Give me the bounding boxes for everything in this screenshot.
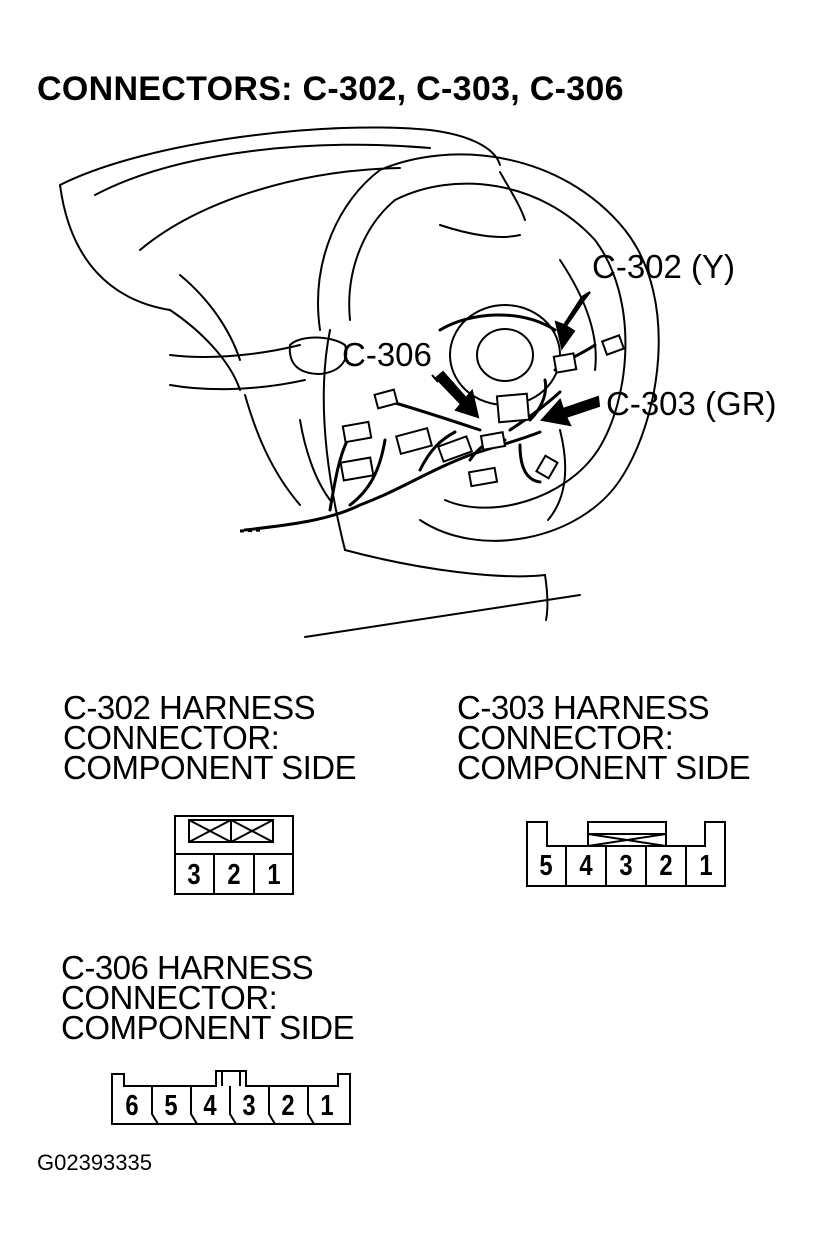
c306-pin-5: 5	[164, 1089, 178, 1122]
c306-label-line-1: C-306 HARNESS	[61, 949, 314, 986]
c306-connector-label: C-306 HARNESS CONNECTOR: COMPONENT SIDE	[61, 949, 355, 1046]
c306-pin-6: 6	[125, 1089, 139, 1122]
c306-label-line-3: COMPONENT SIDE	[61, 1009, 355, 1046]
c302-pin-3: 3	[187, 858, 201, 891]
c303-pin-3: 3	[619, 849, 633, 882]
c306-pin-3: 3	[242, 1089, 256, 1122]
c302-label-line-3: COMPONENT SIDE	[63, 749, 357, 786]
c302-label-line-2: CONNECTOR:	[63, 719, 280, 756]
c306-pin-1: 1	[320, 1089, 334, 1122]
c306-pin-2: 2	[281, 1089, 295, 1122]
c303-pin-2: 2	[659, 849, 673, 882]
c303-label-line-1: C-303 HARNESS	[457, 689, 710, 726]
c302-label-line-1: C-302 HARNESS	[63, 689, 316, 726]
c303-connector-label: C-303 HARNESS CONNECTOR: COMPONENT SIDE	[457, 689, 751, 786]
c302-pin-2: 2	[227, 858, 241, 891]
callout-c303: C-303 (GR)	[606, 385, 777, 422]
page-title: CONNECTORS: C-302, C-303, C-306	[37, 70, 624, 108]
callout-c306: C-306	[342, 336, 432, 373]
c303-pin-5: 5	[539, 849, 553, 882]
c303-pin-4: 4	[579, 849, 593, 882]
figure-id: G02393335	[37, 1150, 152, 1175]
c303-label-line-3: COMPONENT SIDE	[457, 749, 751, 786]
c302-pin-1: 1	[267, 858, 281, 891]
callout-c302: C-302 (Y)	[592, 248, 736, 285]
c306-pin-4: 4	[203, 1089, 217, 1122]
c302-connector-label: C-302 HARNESS CONNECTOR: COMPONENT SIDE	[63, 689, 357, 786]
c303-label-line-2: CONNECTOR:	[457, 719, 674, 756]
c303-pin-1: 1	[699, 849, 713, 882]
c306-label-line-2: CONNECTOR:	[61, 979, 278, 1016]
